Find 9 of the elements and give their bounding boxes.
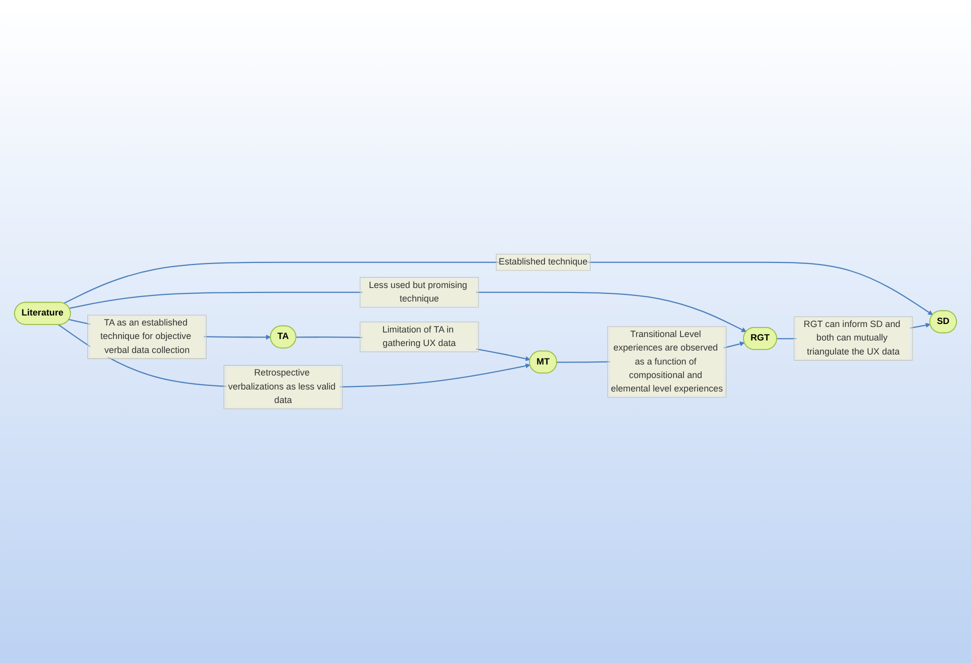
edge-label: TA as an established technique for objective verbal data collection xyxy=(100,318,192,356)
arrow xyxy=(64,262,933,316)
edge-label: Established technique xyxy=(498,257,588,267)
diagram: TA as an established technique for objective verbal data collection Limitation of TA in gathering UX data Retrospective verbalizations as less valid data Less used but promising technique Established technique Transitional Level experiences are observed as a function of compositional and elemental level experiences RGT can inform SD and both can mutually triangulate the UX data TA MT Literature RGT SD xyxy=(10,10,961,653)
edge-label: Retrospective verbalizations as less valid data xyxy=(228,368,336,406)
edge-label: Less used but promising technique xyxy=(368,280,468,304)
edge-label: Transitional Level experiences are observed as a function of compositional and elemental level experiences xyxy=(610,330,723,394)
edge-label: Limitation of TA in gathering UX data xyxy=(382,324,456,348)
edge-label: RGT can inform SD and both can mutually triangulate the UX data xyxy=(804,320,900,357)
